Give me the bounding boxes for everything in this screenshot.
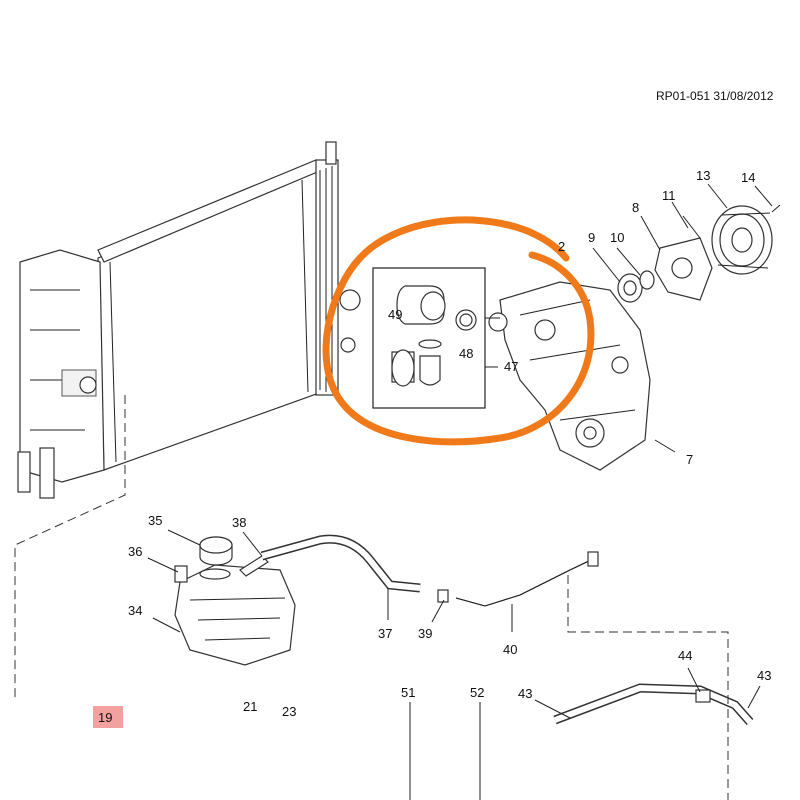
callout-14: 14 (741, 170, 755, 185)
callout-36: 36 (128, 544, 142, 559)
callout-7: 7 (686, 452, 693, 467)
callout-48: 48 (459, 346, 473, 361)
water-pump-assembly (488, 281, 651, 471)
callout-44: 44 (678, 648, 692, 663)
pump-gaskets (617, 204, 781, 303)
coolant-reservoir (174, 536, 296, 666)
callout-10: 10 (610, 230, 624, 245)
callout-43-right: 43 (757, 668, 771, 683)
callout-51: 51 (401, 685, 415, 700)
callout-40: 40 (503, 642, 517, 657)
callout-52: 52 (470, 685, 484, 700)
pulley (711, 205, 773, 275)
callout-8: 8 (632, 200, 639, 215)
callout-47: 47 (504, 359, 518, 374)
callout-38: 38 (232, 515, 246, 530)
leader-lines (147, 183, 773, 800)
callout-21: 21 (243, 699, 257, 714)
callout-19-badge (93, 706, 123, 728)
thermostat-inset (372, 267, 500, 409)
callout-37: 37 (378, 626, 392, 641)
callout-19: 19 (98, 710, 112, 725)
callout-35: 35 (148, 513, 162, 528)
water-pump (654, 237, 713, 301)
callout-34: 34 (128, 603, 142, 618)
callout-13: 13 (696, 168, 710, 183)
callout-43-left: 43 (518, 686, 532, 701)
callout-39: 39 (418, 626, 432, 641)
reference-code: RP01-051 31/08/2012 (656, 89, 774, 103)
callout-23: 23 (282, 704, 296, 719)
coolant-hoses (260, 534, 754, 800)
highlight-circle (322, 216, 595, 446)
radiator (14, 141, 361, 700)
callout-11: 11 (662, 188, 676, 203)
callouts: 2 9 10 8 11 13 14 7 49 48 47 35 38 36 34… (93, 168, 771, 728)
callout-49: 49 (388, 307, 402, 322)
callout-9: 9 (588, 230, 595, 245)
callout-2: 2 (558, 239, 565, 254)
